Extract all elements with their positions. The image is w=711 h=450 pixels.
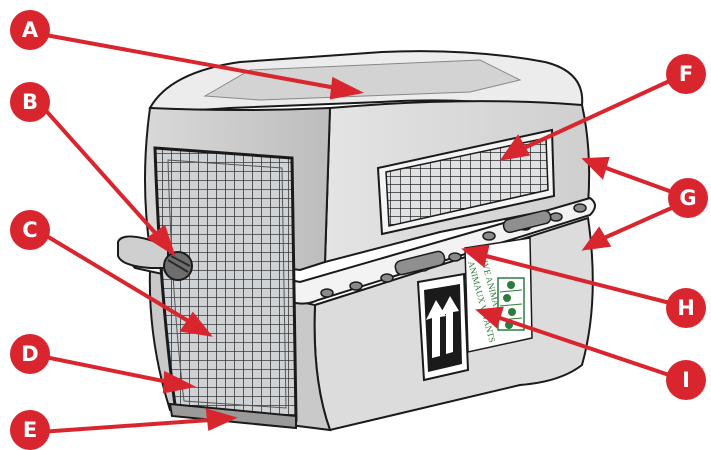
label-c-text: C (22, 218, 37, 242)
label-c: C (10, 210, 50, 250)
label-h-text: H (677, 296, 695, 320)
arrow-b (38, 102, 176, 257)
door-latch (117, 235, 193, 281)
label-b: B (10, 82, 50, 122)
arrow-e (39, 408, 238, 434)
callout-labels: A B C D E F G H (10, 10, 708, 450)
label-e-text: E (23, 418, 37, 442)
arrow-i (475, 306, 673, 378)
arrow-c (38, 230, 213, 337)
label-i: I (666, 360, 706, 400)
label-h: H (666, 288, 706, 328)
door-bottom-rail (168, 402, 297, 430)
label-a-text: A (22, 18, 39, 42)
arrow-f (499, 76, 677, 161)
label-i-text: I (682, 368, 690, 392)
label-g-text: G (679, 186, 696, 210)
label-f: F (666, 54, 706, 94)
label-e: E (10, 410, 50, 450)
label-d: D (10, 334, 50, 374)
arrow-a (39, 32, 365, 100)
arrow-d (39, 354, 197, 394)
arrow-g-lower (581, 204, 677, 251)
crate: LIVE ANIMALS ANIMAUX VIVANTS (117, 50, 596, 432)
label-g: G (668, 178, 708, 218)
label-f-text: F (679, 62, 693, 86)
this-way-up-label (416, 272, 470, 382)
callout-arrows (38, 32, 677, 434)
label-a: A (10, 10, 50, 50)
arrow-h (461, 244, 675, 306)
label-b-text: B (22, 90, 38, 114)
arrow-g-upper (581, 156, 673, 194)
carry-handles (394, 209, 552, 276)
label-d-text: D (21, 342, 38, 366)
